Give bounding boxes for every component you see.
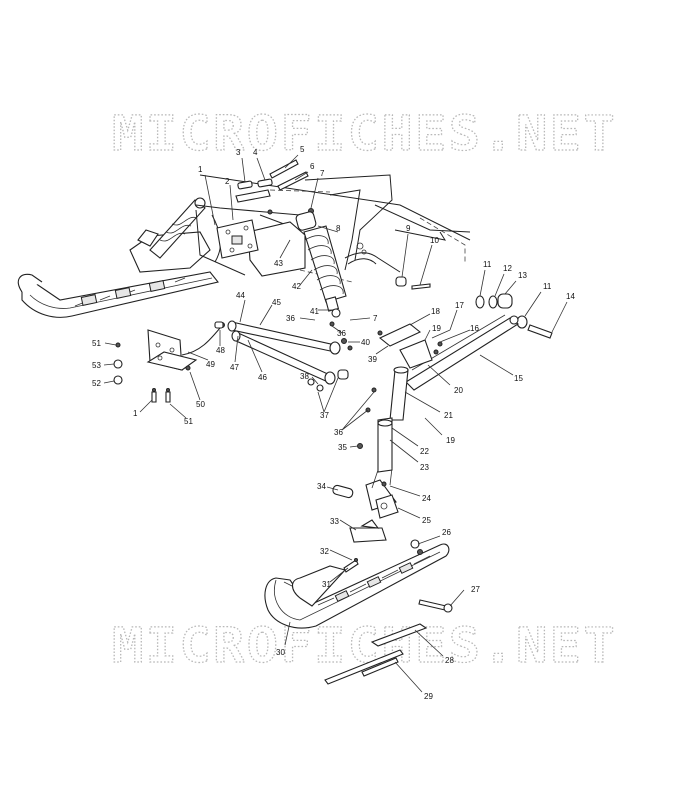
front-ski <box>264 539 450 629</box>
callout-41: 41 <box>310 307 319 316</box>
callout-19-b: 19 <box>446 436 455 445</box>
upper-link-hardware <box>235 159 314 215</box>
callout-8: 8 <box>336 224 341 233</box>
callout-25: 25 <box>422 516 431 525</box>
callout-7-mid: 7 <box>373 314 378 323</box>
callout-7-top: 7 <box>320 169 325 178</box>
leader-lines <box>103 154 568 693</box>
callout-24: 24 <box>422 494 431 503</box>
ski-spindle <box>357 366 409 519</box>
callout-11-b: 11 <box>543 282 552 291</box>
arm-fittings <box>307 330 383 392</box>
callout-13: 13 <box>518 271 527 280</box>
callout-36-c: 36 <box>334 428 343 437</box>
callout-42: 42 <box>292 282 301 291</box>
callout-16: 16 <box>470 324 479 333</box>
callout-numbers: 1 2 3 4 5 6 7 8 9 10 11 12 13 11 14 17 1… <box>92 145 575 701</box>
callout-40: 40 <box>361 338 370 347</box>
callout-1-top: 1 <box>198 165 203 174</box>
callout-23: 23 <box>420 463 429 472</box>
callout-30: 30 <box>276 648 285 657</box>
mounting-plate <box>216 219 259 259</box>
callout-9: 9 <box>406 224 411 233</box>
left-ski-assembly <box>17 229 219 318</box>
callout-14: 14 <box>566 292 575 301</box>
callout-26: 26 <box>442 528 451 537</box>
callout-22: 22 <box>420 447 429 456</box>
callout-52: 52 <box>92 379 101 388</box>
callout-32: 32 <box>320 547 329 556</box>
callout-10: 10 <box>430 236 439 245</box>
chassis-bulkhead <box>195 174 471 283</box>
callout-4: 4 <box>253 148 258 157</box>
callout-15: 15 <box>514 374 523 383</box>
callout-27: 27 <box>471 585 480 594</box>
a-arm-rods <box>227 320 353 385</box>
callout-31: 31 <box>322 580 331 589</box>
callout-37: 37 <box>320 411 329 420</box>
bushing-9-10 <box>395 276 431 290</box>
ski-bolt <box>418 599 453 613</box>
callout-53: 53 <box>92 361 101 370</box>
callout-47: 47 <box>230 363 239 372</box>
spindle-bushing-saddle <box>332 484 387 543</box>
callout-3: 3 <box>236 148 241 157</box>
ski-hardware-31-32 <box>343 558 359 573</box>
callout-50: 50 <box>196 400 205 409</box>
callout-17: 17 <box>455 301 464 310</box>
callout-36-b: 36 <box>337 329 346 338</box>
callout-1-bottom: 1 <box>133 409 138 418</box>
callout-35: 35 <box>338 443 347 452</box>
callout-46: 46 <box>258 373 267 382</box>
callout-33: 33 <box>330 517 339 526</box>
callout-29: 29 <box>424 692 433 701</box>
callout-2: 2 <box>225 177 230 186</box>
front-shock-absorber <box>295 211 347 318</box>
callout-28: 28 <box>445 656 454 665</box>
stabilizer-bar <box>344 242 401 273</box>
callout-51-a: 51 <box>92 339 101 348</box>
callout-11-a: 11 <box>483 260 492 269</box>
callout-43: 43 <box>274 259 283 268</box>
wear-bar <box>324 623 428 685</box>
callout-45: 45 <box>272 298 281 307</box>
callout-39: 39 <box>368 355 377 364</box>
radius-rod-hardware <box>475 293 553 339</box>
callout-20: 20 <box>454 386 463 395</box>
left-fasteners <box>113 342 191 403</box>
callout-38: 38 <box>300 372 309 381</box>
callout-49: 49 <box>206 360 215 369</box>
upper-arm-bracket <box>378 323 451 369</box>
callout-34: 34 <box>317 482 326 491</box>
callout-6: 6 <box>310 162 315 171</box>
callout-12: 12 <box>503 264 512 273</box>
callout-5: 5 <box>300 145 305 154</box>
callout-21: 21 <box>444 411 453 420</box>
callout-44: 44 <box>236 291 245 300</box>
watermark-top: MICROFICHES.NET <box>112 106 617 162</box>
callout-19-a: 19 <box>432 324 441 333</box>
callout-51-b: 51 <box>184 417 193 426</box>
mounting-bracket-49 <box>146 321 225 371</box>
callout-18: 18 <box>431 307 440 316</box>
callout-48: 48 <box>216 346 225 355</box>
callout-36-a: 36 <box>286 314 295 323</box>
